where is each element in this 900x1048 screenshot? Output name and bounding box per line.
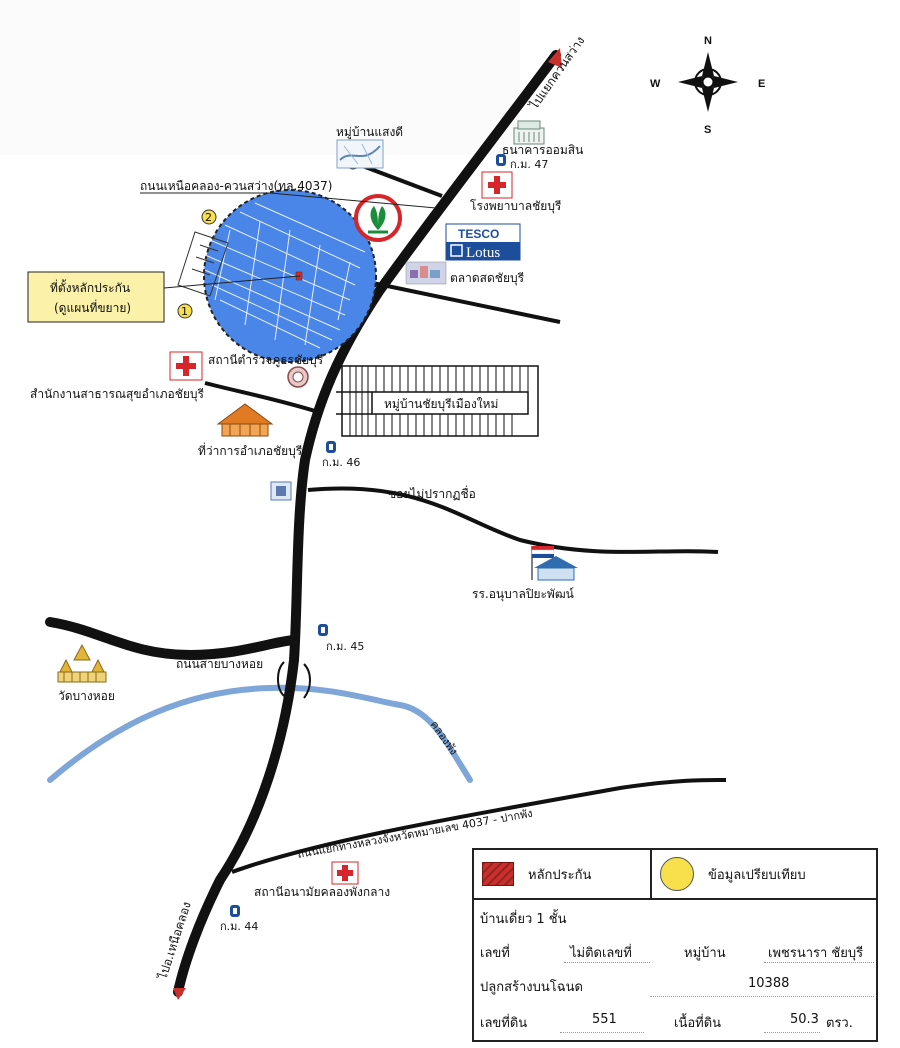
government-icon <box>270 481 292 501</box>
bridge-left <box>277 661 285 697</box>
compass-s: S <box>704 124 711 136</box>
label-school: รร.อนุบาลปิยะพัฒน์ <box>472 587 574 602</box>
road-market-branch <box>367 280 561 324</box>
subdivision-plan-outer <box>177 231 229 297</box>
label-village-new: หมู่บ้านชัยบุรีเมืองใหม่ <box>384 397 498 412</box>
bank-building-icon <box>513 120 545 145</box>
svg-text:TESCO: TESCO <box>458 227 499 241</box>
comparison-swatch-icon <box>660 857 694 891</box>
bridge-right <box>303 663 311 699</box>
label-police: สถานีตำรวจภูธรชัยบุรี <box>208 353 324 368</box>
km-post-icon-47 <box>496 154 506 166</box>
comparison-marker-1: 1 <box>177 303 193 319</box>
arrow-south-end <box>173 988 186 1000</box>
legend-comparison: ข้อมูลเปรียบเทียบ <box>652 850 876 898</box>
road-bang-hoi <box>45 617 299 661</box>
kbank-logo-icon <box>354 194 402 242</box>
compass-e: E <box>758 78 765 90</box>
area-label: เนื้อที่ดิน <box>674 1016 722 1031</box>
label-km45: ก.ม. 45 <box>326 640 364 653</box>
temple-wat-icon <box>57 643 107 683</box>
label-district-office: ที่ว่าการอำเภอชัยบุรี <box>198 442 303 459</box>
compass-n: N <box>704 35 712 47</box>
land-no-label: เลขที่ดิน <box>480 1016 528 1031</box>
label-village-saengdee: หมู่บ้านแสงดี <box>336 125 403 140</box>
collateral-swatch-icon <box>482 862 514 886</box>
hospital-red-cross-icon <box>481 171 513 199</box>
house-no-label: เลขที่ <box>480 946 510 961</box>
area-value: 50.3 <box>790 1012 819 1027</box>
property-info-box: หลักประกัน ข้อมูลเปรียบเทียบ บ้านเดี่ยว … <box>472 848 878 1042</box>
deed-value: 10388 <box>748 976 790 991</box>
road-north-canal-4037 <box>359 163 443 198</box>
road-4037-pak-phang <box>231 777 727 874</box>
village-label: หมู่บ้าน <box>684 946 726 961</box>
legend-collateral-label: หลักประกัน <box>528 867 592 883</box>
label-wat: วัดบางหอย <box>58 689 115 703</box>
label-hospital: โรงพยาบาลชัยบุรี <box>470 199 562 214</box>
area-unit: ตรว. <box>826 1016 853 1031</box>
market-photo-icon <box>405 261 447 285</box>
deed-label: ปลูกสร้างบนโฉนด <box>480 980 583 995</box>
label-km44: ก.ม. 44 <box>220 920 258 933</box>
compass-w: W <box>650 78 661 90</box>
arrow-north-end <box>548 48 562 68</box>
village-value: เพชรนารา ชัยบุรี <box>768 946 864 961</box>
collateral-site-callout <box>27 271 301 323</box>
tesco-lotus-logo-icon: TESCO Lotus <box>445 223 521 261</box>
road-health-office <box>204 381 319 414</box>
road-unnamed-soi <box>307 486 719 554</box>
property-type: บ้านเดี่ยว 1 ชั้น <box>480 912 567 927</box>
district-office-pavilion-icon <box>216 403 274 437</box>
police-station-emblem-icon <box>287 366 309 388</box>
label-health-station: สถานีอนามัยคลองพังกลาง <box>254 885 390 899</box>
house-no-value: ไม่ติดเลขที่ <box>570 946 632 961</box>
label-market: ตลาดสดชัยบุรี <box>450 271 525 286</box>
village-saengdee-map-icon <box>336 139 384 169</box>
km-post-icon-44 <box>230 905 240 917</box>
canal-khlong-phang <box>47 684 473 783</box>
label-collateral-site-note: (ดูแผนที่ขยาย) <box>54 299 131 316</box>
label-km46: ก.ม. 46 <box>322 456 360 469</box>
legend-collateral: หลักประกัน <box>474 850 652 898</box>
village-chaiburi-new-block <box>336 365 539 437</box>
label-road-bang-hoi: ถนนสายบางหอย <box>176 657 263 671</box>
land-no-value: 551 <box>592 1012 617 1027</box>
label-unnamed-soi: ซอยไม่ปรากฏชื่อ <box>388 485 476 501</box>
label-bank: ธนาคารออมสิน <box>502 143 583 157</box>
label-health-office: สำนักงานสาธารณสุขอำเภอชัยบุรี <box>30 387 205 402</box>
collateral-area-circle <box>203 189 377 363</box>
main-highway <box>173 50 561 997</box>
svg-text:Lotus: Lotus <box>466 245 500 261</box>
legend-comparison-label: ข้อมูลเปรียบเทียบ <box>708 867 806 883</box>
label-road-north-canal: ถนนเหนือคลอง-ควนสว่าง(ทล.4037) <box>140 179 332 193</box>
compass-rose <box>678 52 738 112</box>
svg-text:1: 1 <box>181 305 188 318</box>
subdivision-plan <box>204 202 366 349</box>
svg-text:2: 2 <box>205 211 212 224</box>
km-post-icon-46 <box>326 441 336 453</box>
health-office-red-cross-icon <box>169 351 203 381</box>
label-km47: ก.ม. 47 <box>510 158 548 171</box>
school-building-icon <box>531 546 578 581</box>
km-post-icon-45 <box>318 624 328 636</box>
legend: หลักประกัน ข้อมูลเปรียบเทียบ <box>474 850 876 900</box>
comparison-marker-2: 2 <box>201 209 217 225</box>
health-station-red-cross-icon <box>331 861 359 885</box>
label-collateral-site: ที่ตั้งหลักประกัน <box>50 279 130 295</box>
